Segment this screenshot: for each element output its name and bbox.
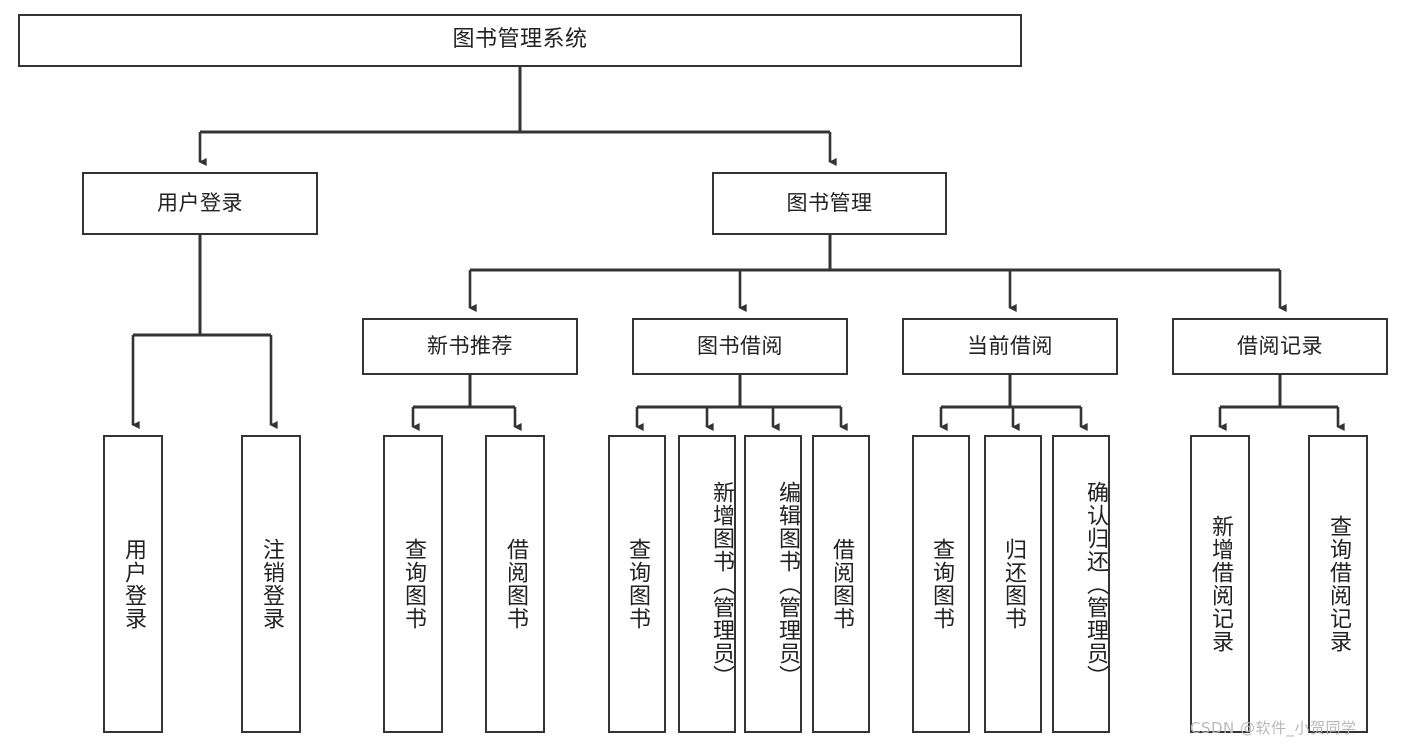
leaf-query-borrow-record[interactable]: 查询借阅记录	[1308, 435, 1368, 733]
leaf-borrow-book-recommend[interactable]: 借阅图书	[485, 435, 545, 733]
leaf-edit-book-admin[interactable]: 编辑图书（管理员）	[744, 435, 802, 733]
node-book-management[interactable]: 图书管理	[712, 172, 947, 235]
node-user-login[interactable]: 用户登录	[82, 172, 318, 235]
node-new-book-recommend[interactable]: 新书推荐	[362, 318, 578, 375]
leaf-logout-login[interactable]: 注销登录	[241, 435, 301, 733]
leaf-confirm-return-admin[interactable]: 确认归还（管理员）	[1052, 435, 1110, 733]
leaf-return-book[interactable]: 归还图书	[984, 435, 1042, 733]
node-root[interactable]: 图书管理系统	[18, 14, 1022, 67]
leaf-query-book-current[interactable]: 查询图书	[912, 435, 970, 733]
leaf-add-book-admin[interactable]: 新增图书（管理员）	[678, 435, 736, 733]
leaf-query-book-recommend[interactable]: 查询图书	[383, 435, 443, 733]
node-book-borrow[interactable]: 图书借阅	[632, 318, 848, 375]
node-borrow-records[interactable]: 借阅记录	[1172, 318, 1388, 375]
node-current-borrow[interactable]: 当前借阅	[902, 318, 1118, 375]
leaf-borrow-book[interactable]: 借阅图书	[812, 435, 870, 733]
leaf-query-book-borrow[interactable]: 查询图书	[608, 435, 666, 733]
csdn-watermark: CSDN @软件_小贺同学	[1190, 719, 1357, 737]
leaf-add-borrow-record[interactable]: 新增借阅记录	[1190, 435, 1250, 733]
leaf-user-login[interactable]: 用户登录	[103, 435, 163, 733]
